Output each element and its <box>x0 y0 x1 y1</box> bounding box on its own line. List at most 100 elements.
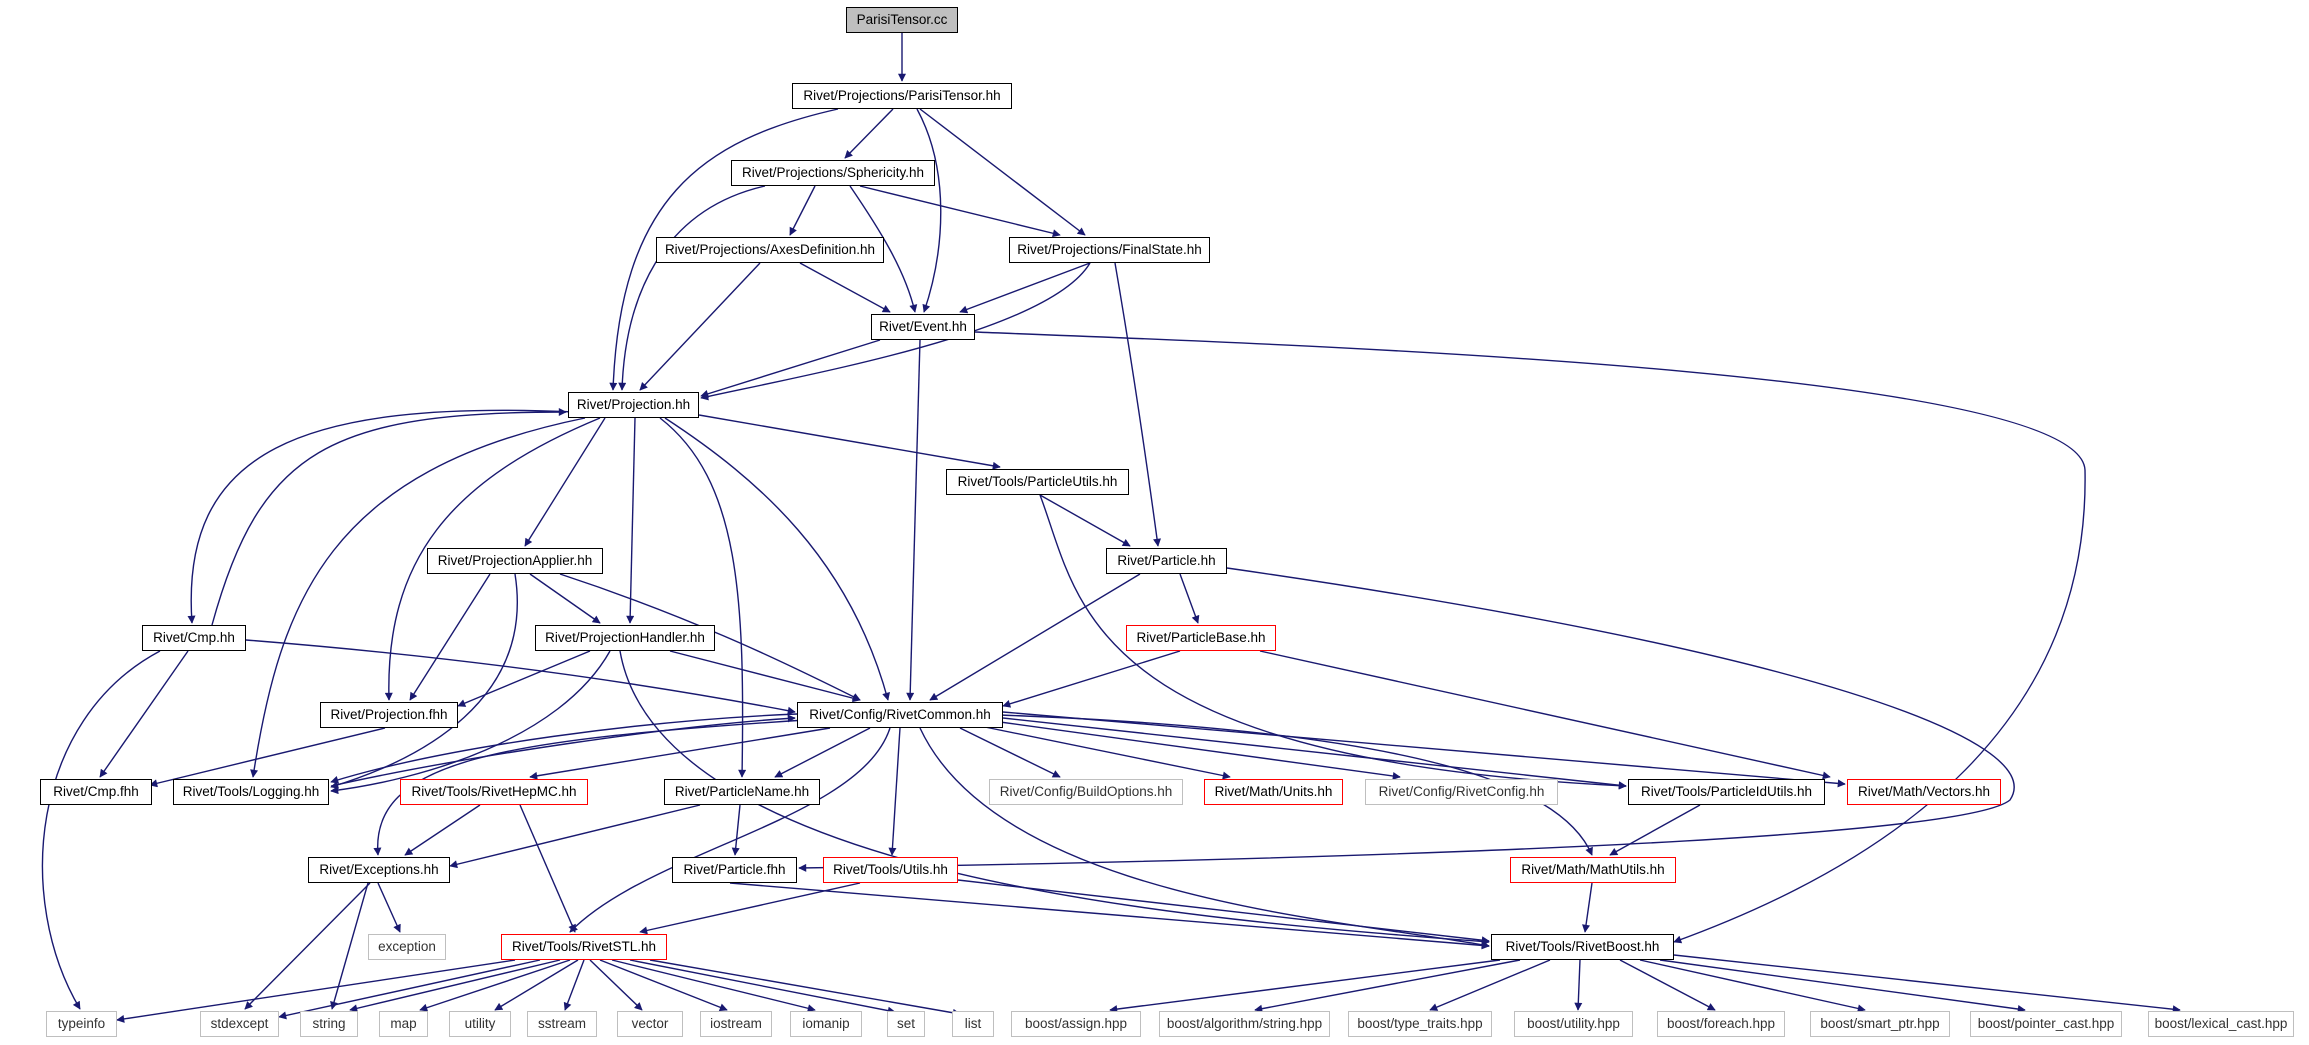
node-final-state-hh[interactable]: Rivet/Projections/FinalState.hh <box>1009 237 1210 263</box>
node-projection-handler-hh[interactable]: Rivet/ProjectionHandler.hh <box>535 625 715 651</box>
edge-final-state-hh-to-particle-hh <box>1114 262 1161 547</box>
edge-particle-utils-hh-to-particle-hh <box>1039 494 1131 547</box>
edge-projection-hh-to-cmp-hh <box>187 409 576 624</box>
edge-rivet-stl-hh-to-utility <box>494 959 579 1011</box>
node-projection-fhh[interactable]: Rivet/Projection.fhh <box>320 702 458 728</box>
node-axes-definition-hh[interactable]: Rivet/Projections/AxesDefinition.hh <box>656 237 884 263</box>
edge-rivet-boost-hh-to-boost-assign <box>1109 959 1501 1014</box>
edge-cmp-hh-to-typeinfo <box>41 650 161 1010</box>
edge-projection-hh-to-rivet-common-hh <box>664 417 890 701</box>
edge-exceptions-hh-to-stdexcept <box>244 882 371 1010</box>
edge-rivet-common-hh-to-rivet-config-hh <box>999 721 1401 780</box>
edge-rivet-stl-hh-to-stdexcept <box>278 959 541 1020</box>
node-string: string <box>300 1011 358 1037</box>
edge-sphericity-hh-to-projection-hh <box>618 185 766 391</box>
node-cmp-hh[interactable]: Rivet/Cmp.hh <box>142 625 246 651</box>
edge-logging-hh-to-rivet-common-hh <box>330 714 796 787</box>
edge-rivet-boost-hh-to-boost-foreach <box>1619 959 1716 1011</box>
edge-particle-id-utils-hh-to-math-utils-hh <box>1609 804 1701 856</box>
node-boost-assign: boost/assign.hpp <box>1011 1011 1141 1037</box>
node-boost-lexical-cast: boost/lexical_cast.hpp <box>2148 1011 2294 1037</box>
edge-particle-base-hh-to-rivet-common-hh <box>1002 650 1181 708</box>
node-rivet-boost-hh[interactable]: Rivet/Tools/RivetBoost.hh <box>1491 934 1674 960</box>
edge-rivet-common-hh-to-rivet-boost-hh <box>919 727 1490 949</box>
edge-exceptions-hh-to-exception <box>377 882 401 933</box>
node-vector: vector <box>617 1011 683 1037</box>
edge-projection-hh-to-particle-name-hh <box>659 417 747 778</box>
edge-rivet-boost-hh-to-boost-smart-ptr <box>1639 959 1866 1013</box>
node-boost-type-traits: boost/type_traits.hpp <box>1348 1011 1492 1037</box>
node-rivet-common-hh[interactable]: Rivet/Config/RivetCommon.hh <box>797 702 1003 728</box>
edge-rivet-hepmc-hh-to-rivet-stl-hh <box>519 804 576 933</box>
node-sphericity-hh[interactable]: Rivet/Projections/Sphericity.hh <box>731 160 935 186</box>
node-projection-hh[interactable]: Rivet/Projection.hh <box>568 392 699 418</box>
node-stdexcept: stdexcept <box>200 1011 279 1037</box>
edge-final-state-hh-to-projection-hh <box>700 262 1091 401</box>
node-particle-fhh[interactable]: Rivet/Particle.fhh <box>672 857 797 883</box>
edge-sphericity-hh-to-final-state-hh <box>859 185 1061 238</box>
node-rivet-config-hh: Rivet/Config/RivetConfig.hh <box>1365 779 1558 805</box>
edge-projection-applier-hh-to-logging-hh <box>330 573 518 789</box>
edge-rivet-stl-hh-to-string <box>349 959 561 1013</box>
node-rivet-hepmc-hh[interactable]: Rivet/Tools/RivetHepMC.hh <box>400 779 588 805</box>
node-rivet-stl-hh[interactable]: Rivet/Tools/RivetSTL.hh <box>501 934 667 960</box>
node-boost-utility: boost/utility.hpp <box>1514 1011 1633 1037</box>
node-particle-name-hh[interactable]: Rivet/ParticleName.hh <box>664 779 820 805</box>
node-vectors-hh[interactable]: Rivet/Math/Vectors.hh <box>1847 779 2001 805</box>
node-logging-hh[interactable]: Rivet/Tools/Logging.hh <box>173 779 329 805</box>
node-projection-applier-hh[interactable]: Rivet/ProjectionApplier.hh <box>427 548 603 574</box>
edge-rivet-stl-hh-to-iomanip <box>611 959 816 1013</box>
node-parisi-tensor-hh[interactable]: Rivet/Projections/ParisiTensor.hh <box>792 83 1012 109</box>
edge-projection-applier-hh-to-projection-handler-hh <box>529 573 601 624</box>
edge-particle-base-hh-to-vectors-hh <box>1259 650 1831 780</box>
node-units-hh[interactable]: Rivet/Math/Units.hh <box>1204 779 1343 805</box>
edge-rivet-stl-hh-to-typeinfo <box>116 959 516 1023</box>
edge-rivet-stl-hh-to-list <box>649 959 961 1017</box>
edge-axes-definition-hh-to-event-hh <box>799 262 891 313</box>
edge-projection-fhh-to-cmp-fhh <box>149 727 386 788</box>
node-event-hh[interactable]: Rivet/Event.hh <box>871 314 975 340</box>
node-particle-id-utils-hh[interactable]: Rivet/Tools/ParticleIdUtils.hh <box>1628 779 1825 805</box>
edge-cmp-hh-to-rivet-common-hh <box>245 639 796 715</box>
edge-rivet-common-hh-to-particle-id-utils-hh <box>1002 717 1627 790</box>
edge-parisi-tensor-hh-to-projection-hh <box>609 108 839 391</box>
edge-math-utils-hh-to-rivet-boost-hh <box>1582 882 1593 933</box>
edge-rivet-common-hh-to-exceptions-hh <box>373 719 806 856</box>
edge-rivet-common-hh-to-rivet-stl-hh <box>569 727 891 933</box>
edge-projection-hh-to-particle-utils-hh <box>698 414 1001 470</box>
edge-particle-hh-to-rivet-common-hh <box>929 573 1141 701</box>
edge-particle-hh-to-particle-base-hh <box>1179 573 1200 624</box>
node-root: ParisiTensor.cc <box>846 7 958 33</box>
edge-projection-applier-hh-to-projection-fhh <box>409 573 491 701</box>
edge-projection-handler-hh-to-projection-fhh <box>457 650 591 707</box>
node-exceptions-hh[interactable]: Rivet/Exceptions.hh <box>308 857 450 883</box>
edge-particle-fhh-to-rivet-boost-hh <box>729 882 1490 950</box>
edge-rivet-stl-hh-to-iostream <box>599 959 728 1012</box>
node-particle-base-hh[interactable]: Rivet/ParticleBase.hh <box>1126 625 1276 651</box>
edge-particle-hh-to-particle-fhh <box>798 567 2015 872</box>
edge-rivet-common-hh-to-build-options-hh <box>959 727 1061 778</box>
node-particle-utils-hh[interactable]: Rivet/Tools/ParticleUtils.hh <box>946 469 1129 495</box>
edge-rivet-stl-hh-to-sstream <box>563 959 585 1011</box>
edge-projection-hh-to-projection-fhh <box>384 417 601 701</box>
node-cmp-fhh[interactable]: Rivet/Cmp.fhh <box>40 779 152 805</box>
edge-rivet-common-hh-to-rivet-hepmc-hh <box>529 727 831 780</box>
edge-particle-name-hh-to-exceptions-hh <box>449 804 701 869</box>
edge-projection-hh-to-projection-applier-hh <box>524 417 606 547</box>
edge-rivet-stl-hh-to-map <box>419 959 571 1012</box>
edge-rivet-hepmc-hh-to-exceptions-hh <box>404 804 481 856</box>
edge-projection-hh-to-projection-handler-hh <box>626 417 636 624</box>
node-utils-hh[interactable]: Rivet/Tools/Utils.hh <box>823 857 958 883</box>
edge-rivet-boost-hh-to-boost-algorithm-string <box>1254 959 1521 1013</box>
edge-event-hh-to-projection-hh <box>700 339 881 398</box>
edge-sphericity-hh-to-axes-definition-hh <box>789 185 816 236</box>
node-math-utils-hh[interactable]: Rivet/Math/MathUtils.hh <box>1510 857 1676 883</box>
node-set: set <box>887 1011 925 1037</box>
edge-rivet-common-hh-to-math-utils-hh <box>999 714 1593 856</box>
edge-projection-handler-hh-to-logging-hh <box>330 650 611 795</box>
edge-rivet-stl-hh-to-vector <box>589 959 643 1011</box>
node-particle-hh[interactable]: Rivet/Particle.hh <box>1106 548 1227 574</box>
edge-event-hh-to-rivet-common-hh <box>906 339 921 701</box>
